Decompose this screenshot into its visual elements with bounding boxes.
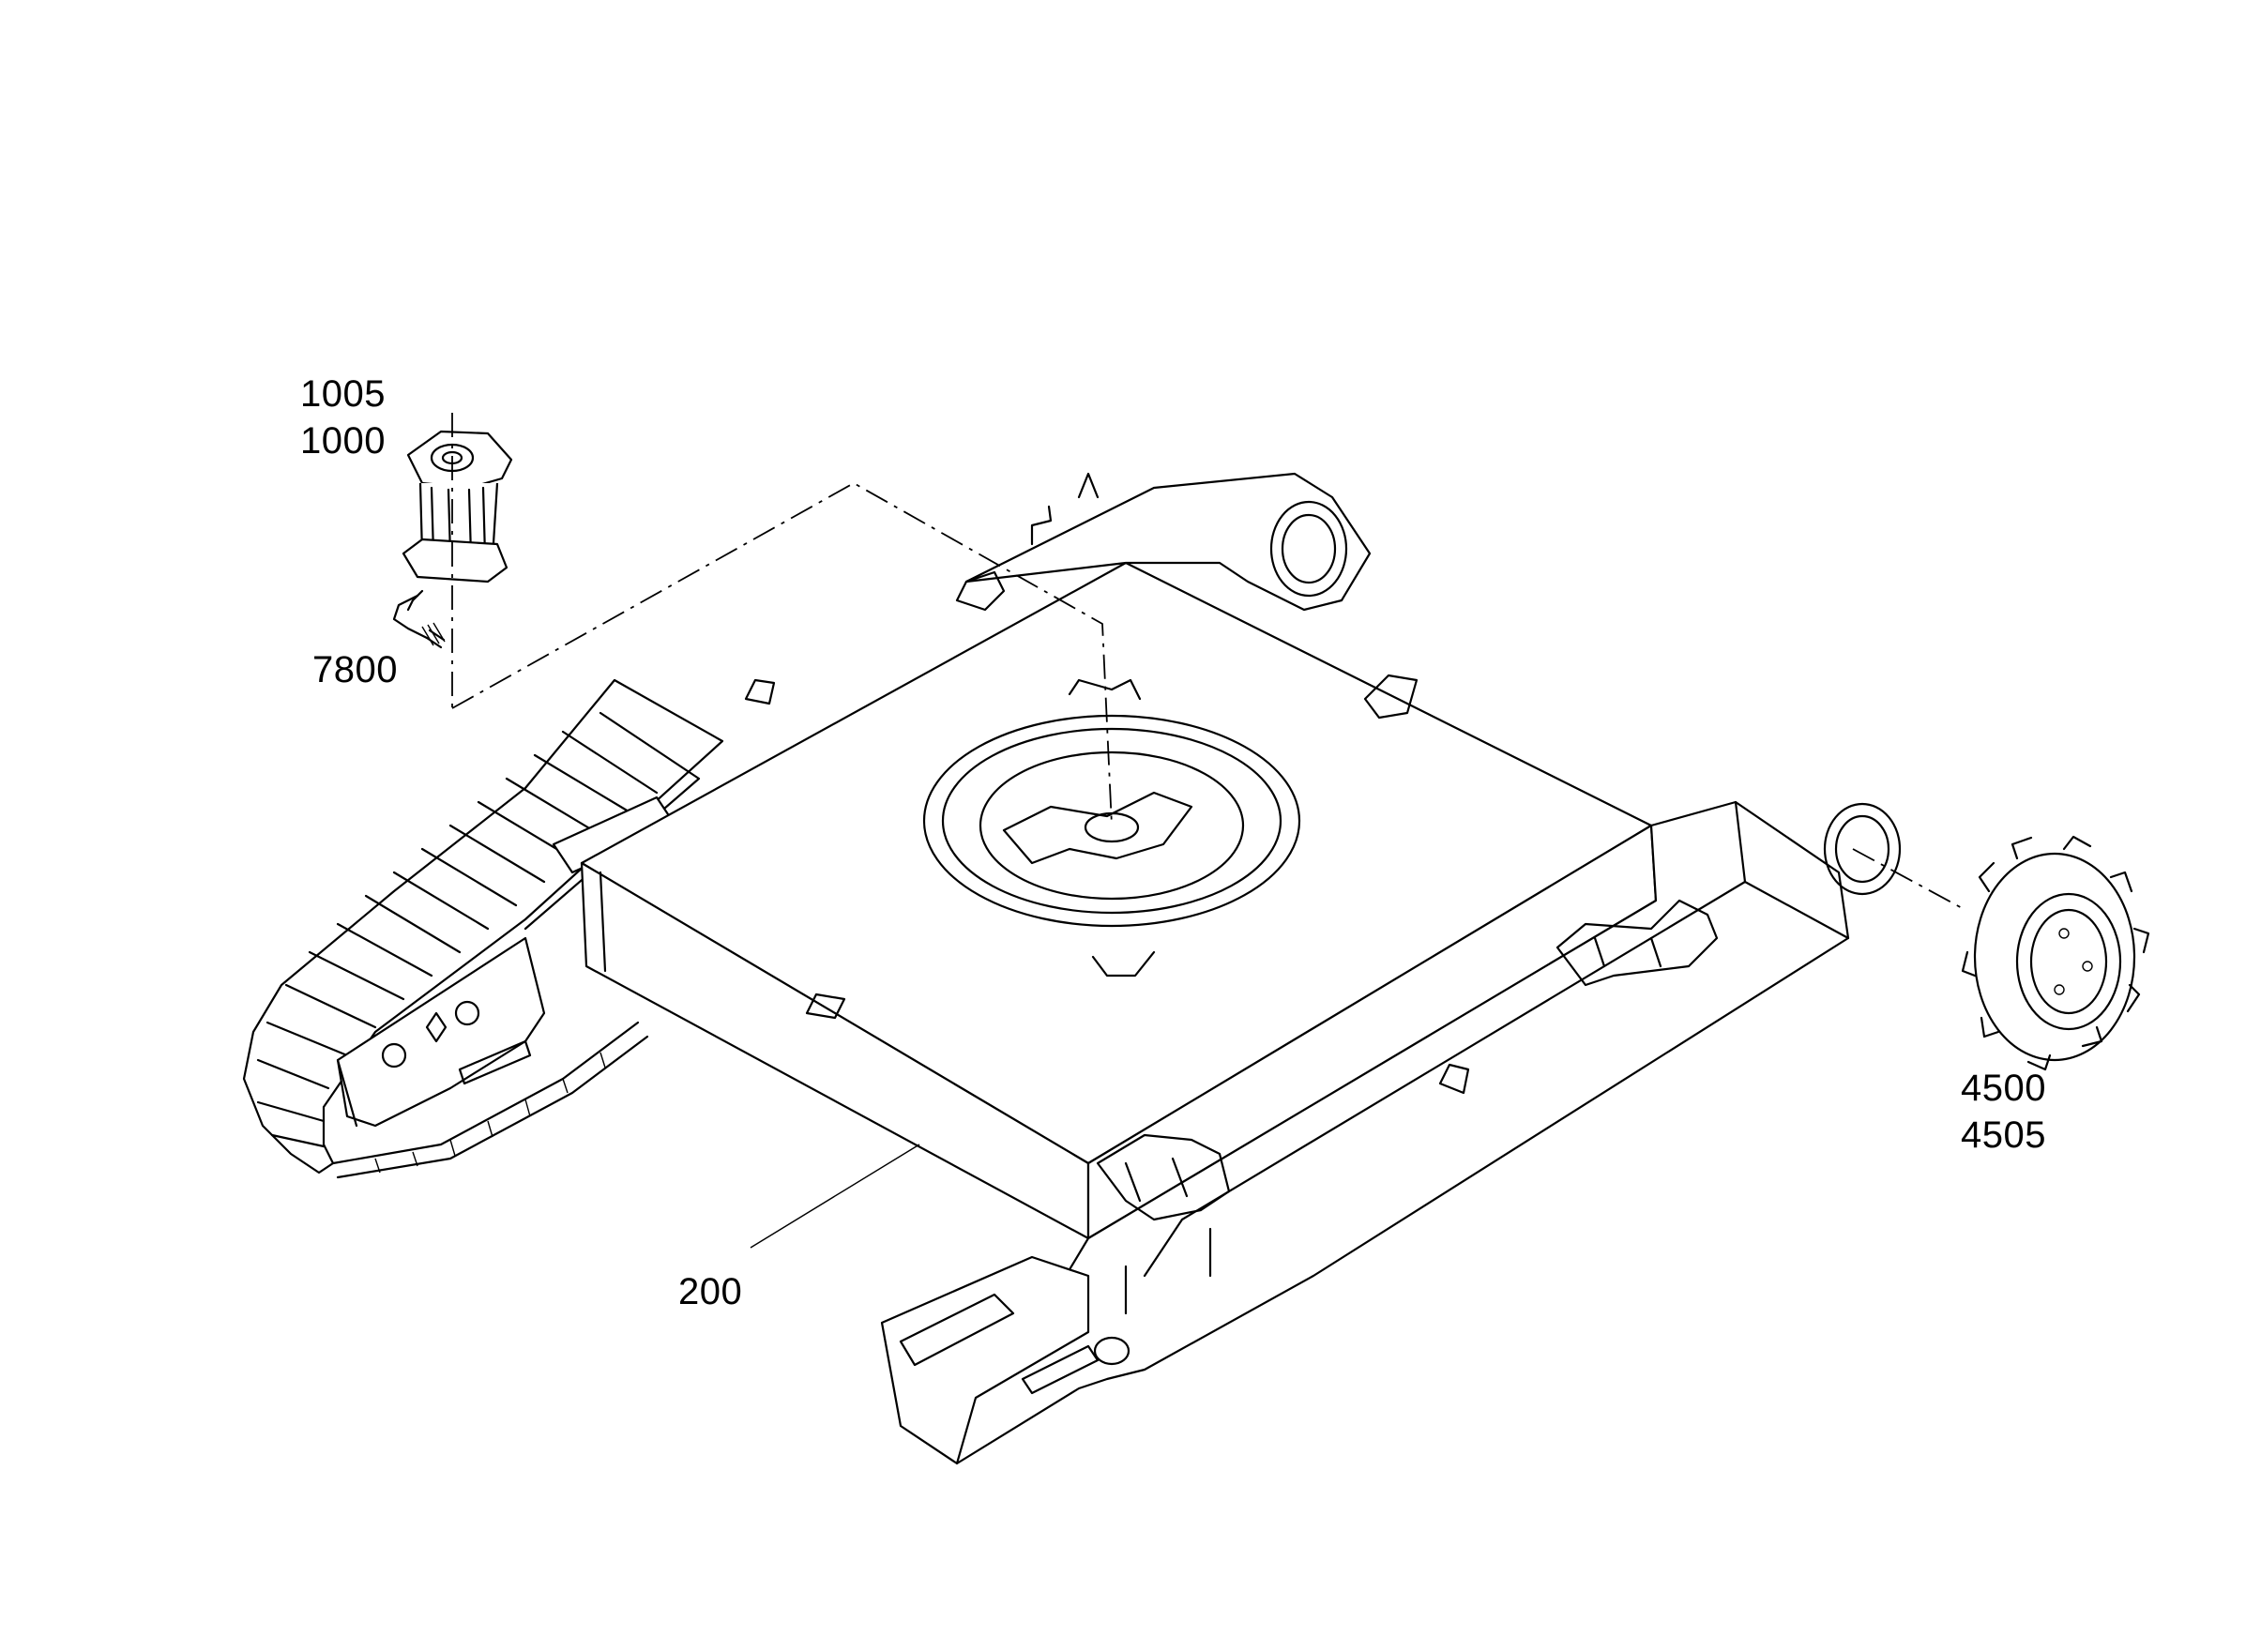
rotary-joint-part: [402, 430, 513, 584]
assembly-centerlines: [451, 413, 1966, 911]
callout-1000: 1000: [300, 420, 386, 462]
callout-200: 200: [678, 1271, 743, 1312]
crawler-track-chain: [242, 678, 724, 1179]
drive-sprocket-part: [1961, 835, 2150, 1071]
swing-bearing-ring: [922, 678, 1301, 978]
front-side-rail: [880, 800, 1902, 1465]
hose-fitting-part: [392, 589, 446, 649]
callout-1005: 1005: [300, 373, 386, 415]
callout-4505: 4505: [1961, 1114, 2046, 1156]
rear-side-beam: [955, 472, 1372, 612]
frame-leader-line: [750, 1144, 920, 1249]
callout-7800: 7800: [312, 649, 398, 690]
frame-cleats: [744, 674, 1719, 1221]
callout-4500: 4500: [1961, 1068, 2046, 1109]
